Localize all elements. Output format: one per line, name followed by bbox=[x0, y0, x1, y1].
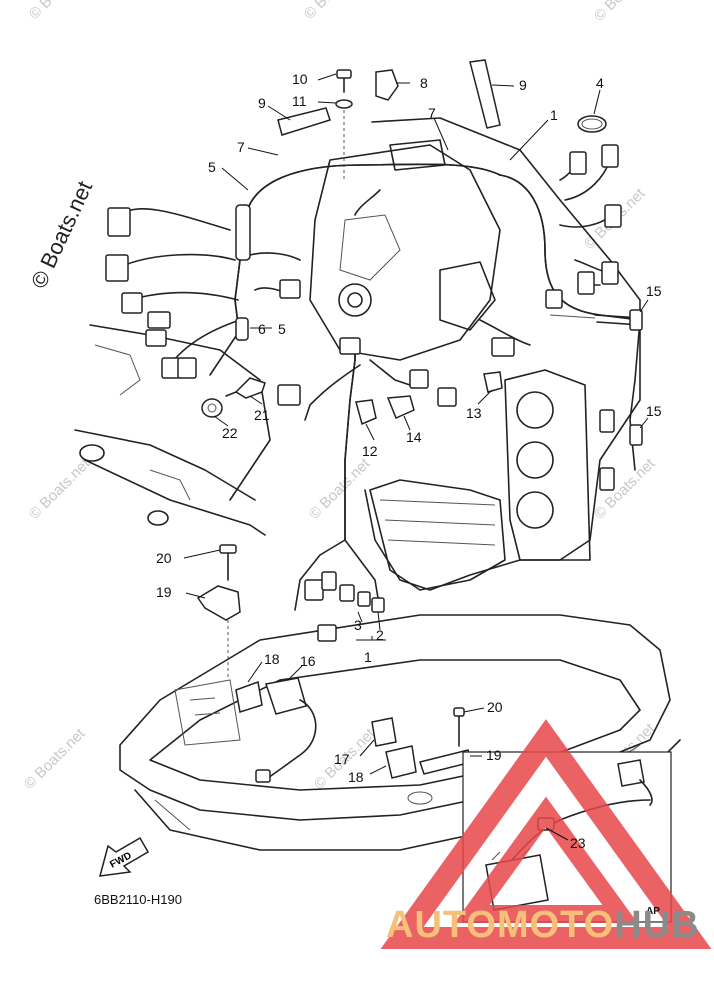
diagram-code: 6BB2110-H190 bbox=[94, 892, 182, 907]
clips bbox=[549, 309, 643, 446]
brand-part2: HUB bbox=[614, 904, 700, 946]
callout-15: 15 bbox=[646, 283, 662, 299]
callout-6: 6 bbox=[258, 321, 266, 337]
watermark-main: © Boats.net bbox=[26, 177, 97, 292]
leader-lines bbox=[183, 73, 649, 841]
callout-20: 20 bbox=[487, 699, 503, 715]
callout-20: 20 bbox=[156, 550, 172, 566]
fwd-arrow: FWD bbox=[98, 836, 150, 877]
part-10-11 bbox=[335, 69, 353, 180]
engine-block bbox=[309, 117, 641, 591]
connectors bbox=[105, 144, 622, 642]
callout-17: 17 bbox=[334, 751, 350, 767]
callout-numbers: 10 11 8 9 4 9 1 7 7 5 6 5 15 15 13 14 12… bbox=[156, 71, 662, 851]
watermark: © Boats.net bbox=[306, 455, 374, 523]
callout-3: 3 bbox=[354, 617, 362, 633]
callout-7: 7 bbox=[237, 139, 245, 155]
part-5-6 bbox=[235, 204, 251, 341]
watermark: © Boats.net bbox=[21, 725, 89, 793]
callout-19: 19 bbox=[486, 747, 502, 763]
callout-21: 21 bbox=[254, 407, 270, 423]
callout-2: 2 bbox=[376, 627, 384, 643]
brand-part1: AUTOMOTO bbox=[386, 904, 615, 946]
callout-23: 23 bbox=[570, 835, 586, 851]
callout-5: 5 bbox=[278, 321, 286, 337]
watermark: © Boats.net bbox=[301, 0, 369, 23]
brand-logo: AUTOMOTOHUB bbox=[386, 904, 700, 947]
part-9 bbox=[277, 59, 501, 136]
callout-1: 1 bbox=[550, 107, 558, 123]
callout-19: 19 bbox=[156, 584, 172, 600]
callout-8: 8 bbox=[420, 75, 428, 91]
part-8 bbox=[375, 69, 399, 101]
logo-triangle bbox=[380, 719, 712, 949]
part-17-20-lower bbox=[371, 707, 473, 805]
callout-16: 16 bbox=[300, 653, 316, 669]
callout-12: 12 bbox=[362, 443, 378, 459]
callout-4: 4 bbox=[596, 75, 604, 91]
watermark-layer: © Boats.net © Boats.net © Boats.net © Bo… bbox=[21, 0, 659, 793]
callout-18: 18 bbox=[348, 769, 364, 785]
callout-15: 15 bbox=[646, 403, 662, 419]
inset-label: AP bbox=[646, 906, 660, 917]
callout-10: 10 bbox=[292, 71, 308, 87]
mount-bracket bbox=[74, 324, 271, 536]
watermark: © Boats.net bbox=[591, 0, 659, 25]
part-21-22 bbox=[201, 377, 266, 418]
callout-5: 5 bbox=[208, 159, 216, 175]
part-12-14 bbox=[355, 371, 503, 426]
callout-9: 9 bbox=[258, 95, 266, 111]
part-4 bbox=[577, 115, 607, 133]
callout-1: 1 bbox=[364, 649, 372, 665]
part-19-20-upper bbox=[196, 544, 241, 680]
callout-9: 9 bbox=[519, 77, 527, 93]
callout-18: 18 bbox=[264, 651, 280, 667]
callout-13: 13 bbox=[466, 405, 482, 421]
callout-14: 14 bbox=[406, 429, 422, 445]
callout-22: 22 bbox=[222, 425, 238, 441]
watermark: © Boats.net bbox=[26, 455, 94, 523]
callout-7: 7 bbox=[428, 105, 436, 121]
wire-harness bbox=[119, 159, 641, 611]
part-16-18 bbox=[235, 677, 317, 783]
watermark: © Boats.net bbox=[26, 0, 94, 23]
callout-11: 11 bbox=[292, 93, 307, 109]
